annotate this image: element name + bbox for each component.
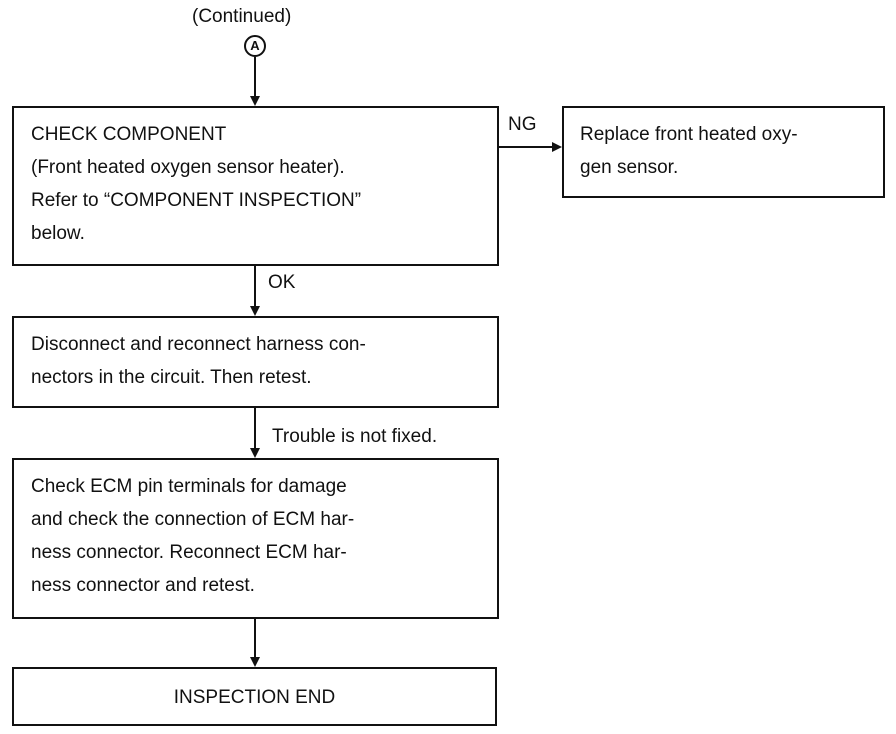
not-fixed-label: Trouble is not fixed. — [272, 426, 438, 447]
continued-label: (Continued) — [192, 6, 292, 27]
connector-marker-a: A — [244, 35, 266, 57]
step-check-ecm-terminals: Check ECM pin terminals for damage and c… — [12, 458, 499, 619]
step-line: CHECK COMPONENT — [31, 124, 227, 145]
step-line: ness connector. Reconnect ECM har- — [31, 542, 347, 563]
step-line: below. — [31, 223, 85, 244]
step-line: Refer to “COMPONENT INSPECTION” — [31, 190, 362, 211]
step-line: ness connector and retest. — [31, 575, 255, 596]
step-inspection-end: INSPECTION END — [12, 667, 497, 726]
step-check-component: CHECK COMPONENT (Front heated oxygen sen… — [12, 106, 499, 266]
step-line: and check the connection of ECM har- — [31, 509, 355, 530]
ng-label: NG — [508, 114, 537, 135]
step-line: INSPECTION END — [173, 687, 336, 708]
step-line: (Front heated oxygen sensor heater). — [31, 157, 345, 178]
ok-label: OK — [268, 272, 296, 293]
step-line: Check ECM pin terminals for damage — [31, 476, 347, 497]
result-line: Replace front heated oxy- — [580, 124, 798, 145]
step-line: Disconnect and reconnect harness con- — [31, 334, 366, 355]
ng-result-replace-sensor: Replace front heated oxy- gen sensor. — [562, 106, 885, 198]
step-line: nectors in the circuit. Then retest. — [31, 367, 312, 388]
step-reconnect-harness: Disconnect and reconnect harness con- ne… — [12, 316, 499, 408]
result-line: gen sensor. — [580, 157, 679, 178]
